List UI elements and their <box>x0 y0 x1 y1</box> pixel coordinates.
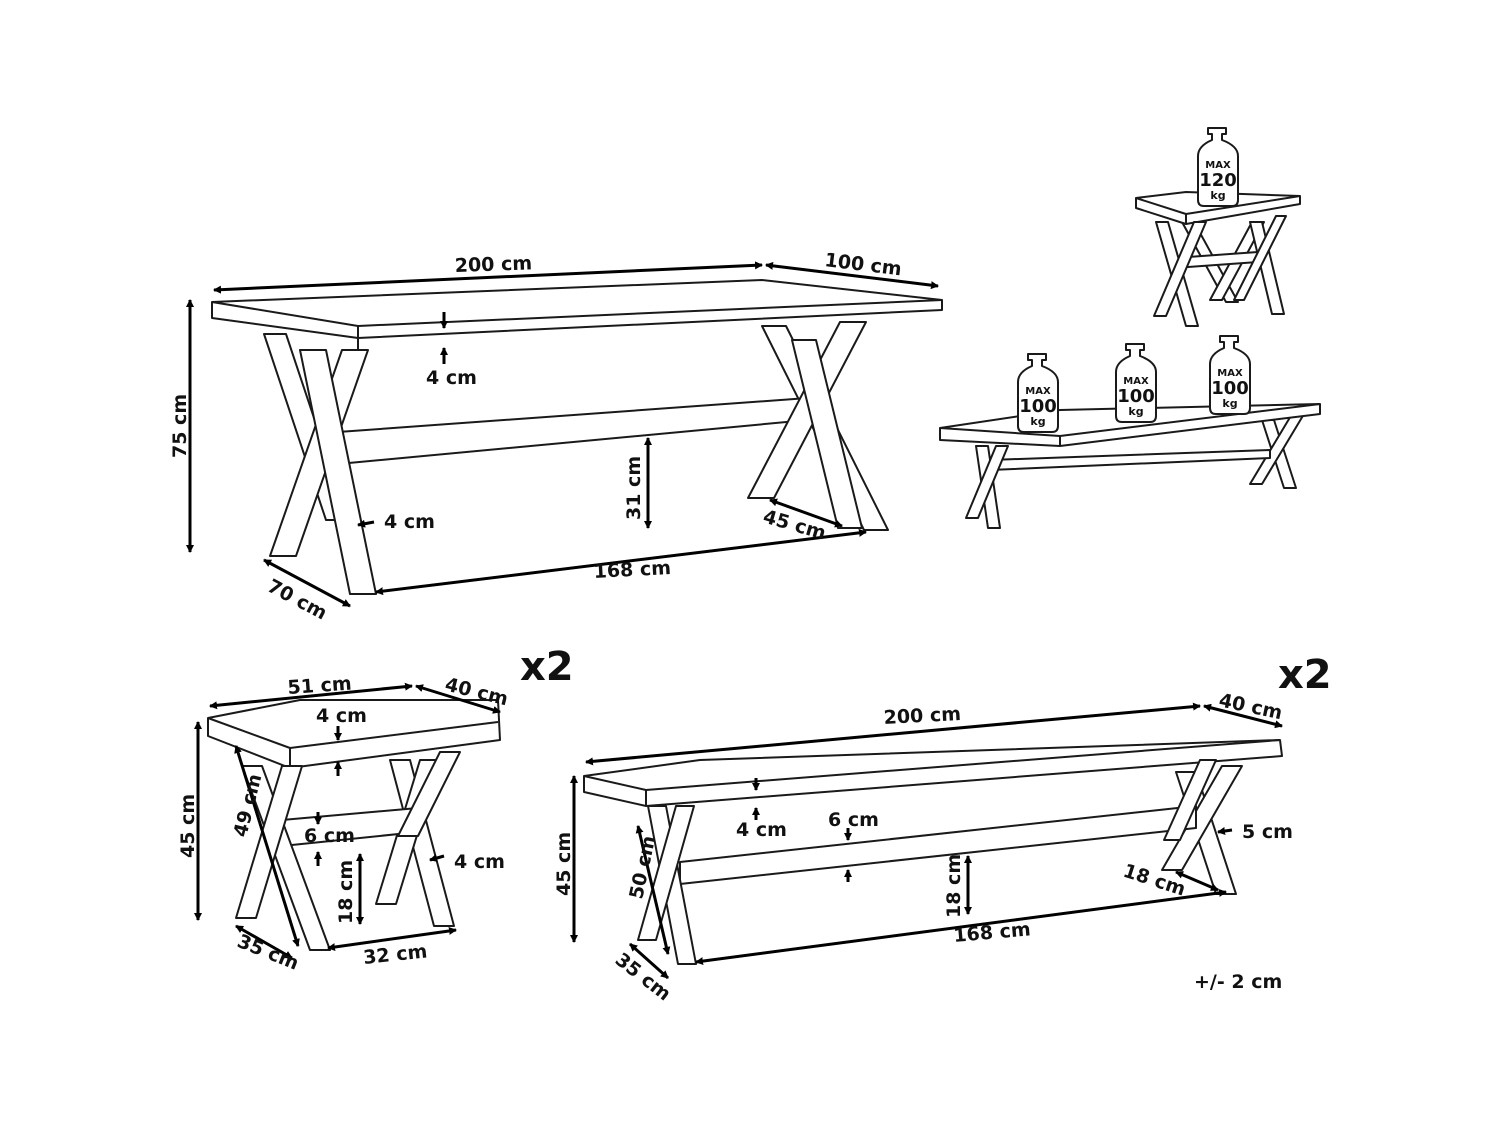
bench-top-thickness-label: 4 cm <box>736 819 787 841</box>
bench-dimensions: x2 200 cm 40 cm 45 cm 50 cm 4 cm 6 cm 18… <box>553 652 1332 1005</box>
stool-leg-width-label: 4 cm <box>454 851 505 873</box>
table-height-label: 75 cm <box>169 394 191 458</box>
stool-load-value: 120 <box>1199 170 1237 191</box>
bench-load-2-unit: kg <box>1128 405 1143 418</box>
bench-stretcher-thickness-label: 6 cm <box>828 809 879 831</box>
table-leg-front-left-a <box>269 349 369 557</box>
bench-load-3-max: MAX <box>1217 368 1243 379</box>
stool-leg-distance-label: 32 cm <box>362 940 428 969</box>
stool-quantity-label: x2 <box>520 644 574 690</box>
table-stretcher <box>337 397 809 465</box>
table-stretcher-height-label: 31 cm <box>623 456 645 520</box>
stool-stretcher-height-label: 18 cm <box>335 860 357 924</box>
table-top <box>211 279 943 339</box>
weight-icon: MAX 120 kg <box>1197 127 1239 207</box>
table-leg-foot-label: 45 cm <box>761 506 829 545</box>
weight-icon: MAX 100 kg <box>1017 353 1059 433</box>
bench-quantity-label: x2 <box>1278 652 1332 698</box>
stool-stretcher-thickness-label: 6 cm <box>304 825 355 847</box>
weight-icon: MAX 100 kg <box>1115 343 1157 423</box>
table-drawing <box>211 279 943 595</box>
bench-length-label: 200 cm <box>883 703 961 729</box>
bench-load-1-unit: kg <box>1030 415 1045 428</box>
stool-top-thickness-label: 4 cm <box>316 705 367 727</box>
bench-stretcher-height-label: 18 cm <box>943 854 965 918</box>
bench-load-1-max: MAX <box>1025 386 1051 397</box>
table-leg-distance-label: 168 cm <box>593 557 671 583</box>
bench-leg-width-label: 5 cm <box>1242 821 1293 843</box>
table-length-label: 200 cm <box>454 252 532 277</box>
table-top-thickness-label: 4 cm <box>426 367 477 389</box>
table-leg-front-right-a <box>747 321 867 499</box>
table-leg-spread-label: 70 cm <box>264 575 331 625</box>
bench-load-3-value: 100 <box>1211 378 1249 399</box>
stool-load-unit: kg <box>1210 189 1225 202</box>
bench-load-2-max: MAX <box>1123 376 1149 387</box>
table-depth-label: 100 cm <box>823 249 902 280</box>
bench-load-1-value: 100 <box>1019 396 1057 417</box>
bench-load-2-value: 100 <box>1117 386 1155 407</box>
weight-icon: MAX 100 kg <box>1209 335 1251 415</box>
tolerance-note: +/- 2 cm <box>1194 971 1282 993</box>
stool-load-max: MAX <box>1205 160 1231 171</box>
stool-load-illustration: MAX 120 kg <box>1135 127 1301 327</box>
table-leg-width-label: 4 cm <box>384 511 435 533</box>
bench-load-3-unit: kg <box>1222 397 1237 410</box>
stool-height-label: 45 cm <box>177 794 199 858</box>
bench-height-label: 45 cm <box>553 832 575 896</box>
stool-length-label: 51 cm <box>287 673 353 699</box>
bench-leg-distance-label: 168 cm <box>953 918 1032 947</box>
table-leg-front-right-b <box>791 339 863 529</box>
bench-load-illustration: MAX 100 kg MAX 100 kg MAX 100 kg <box>939 335 1321 529</box>
stool-leg-spread-label: 35 cm <box>234 930 302 974</box>
stool-dimensions: x2 51 cm 40 cm 45 cm 49 cm 4 cm 6 cm 18 … <box>177 644 574 975</box>
